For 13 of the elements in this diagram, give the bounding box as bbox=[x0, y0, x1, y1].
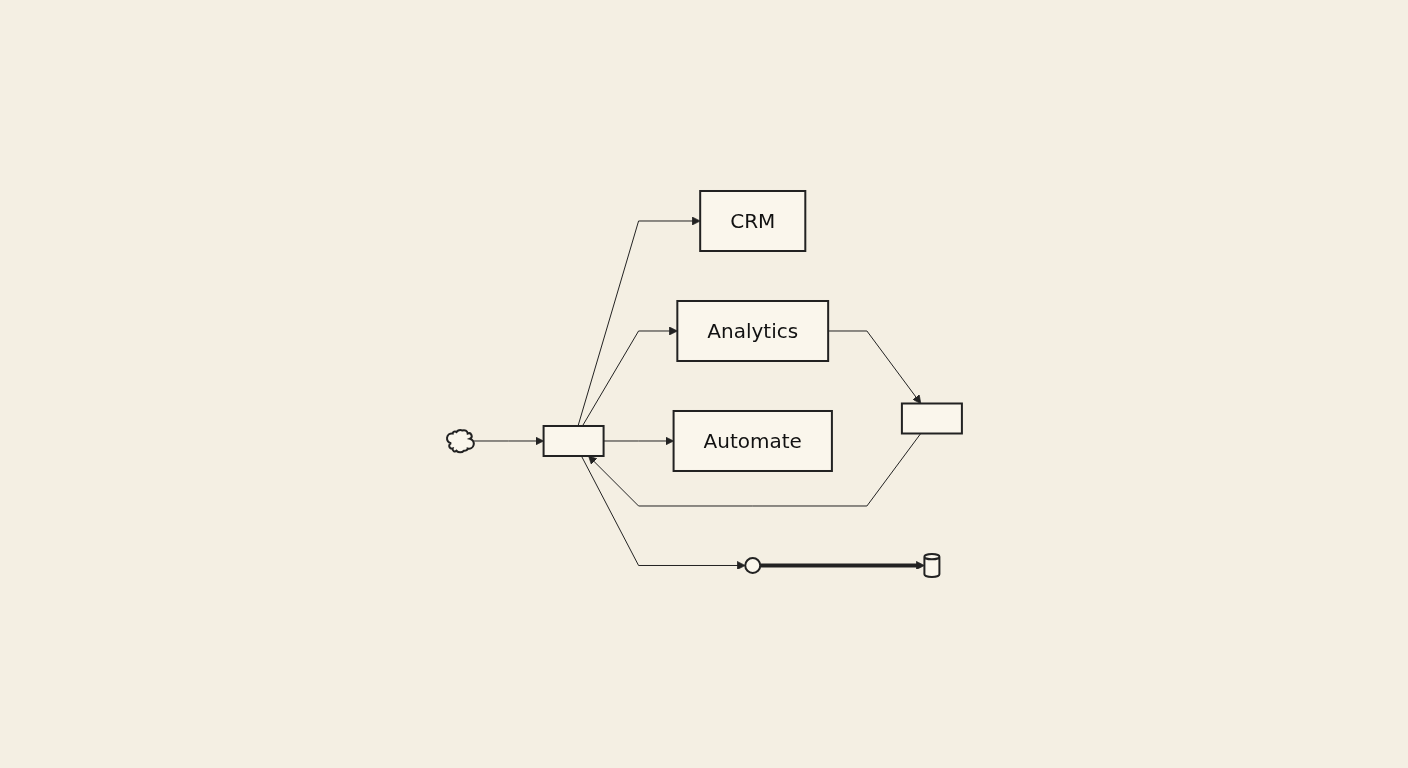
arrow bbox=[587, 433, 921, 507]
node-cylinder bbox=[922, 552, 940, 578]
node-box: CRM bbox=[698, 190, 806, 252]
arrow bbox=[472, 436, 544, 446]
node-box: Automate bbox=[672, 410, 833, 472]
node-cloud bbox=[445, 429, 475, 454]
arrow bbox=[759, 561, 925, 570]
node-circle bbox=[743, 557, 761, 574]
arrow bbox=[827, 330, 921, 404]
node-box: Analytics bbox=[675, 300, 829, 362]
node-box bbox=[900, 402, 963, 435]
node-box bbox=[542, 425, 605, 457]
arrow bbox=[580, 455, 746, 570]
